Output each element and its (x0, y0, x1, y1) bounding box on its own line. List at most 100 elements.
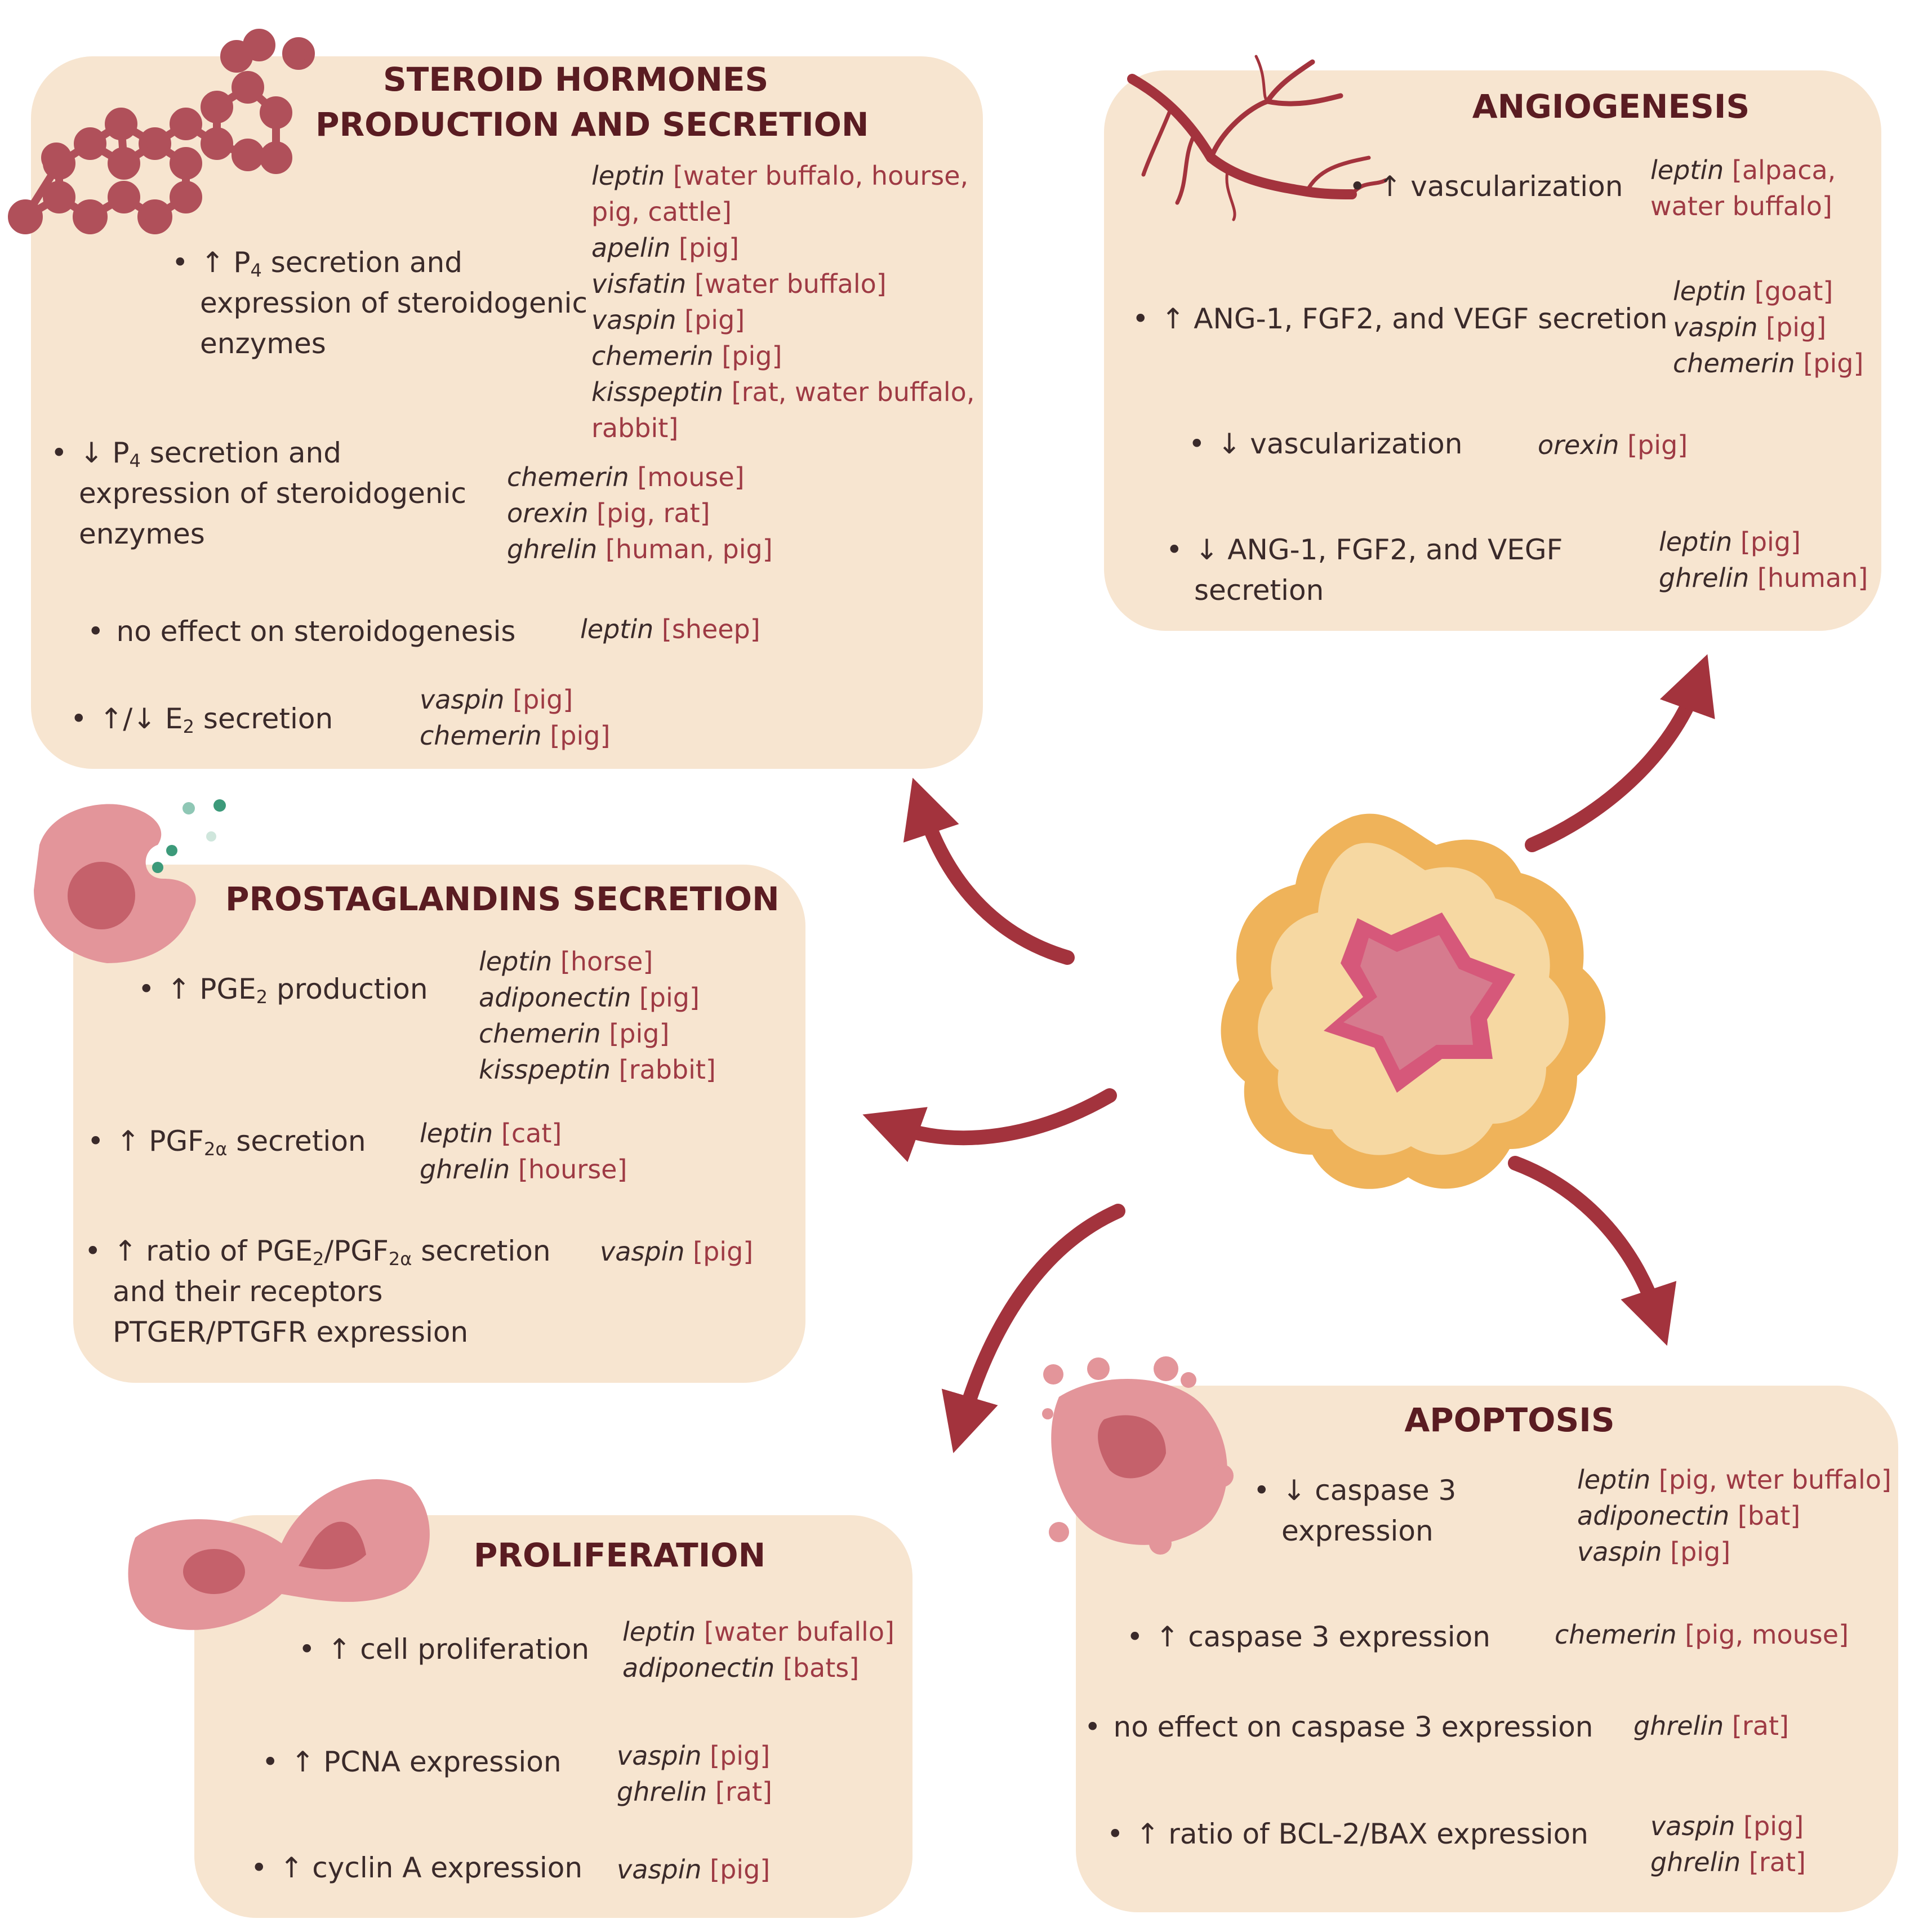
species-list: water buffalo] (1650, 191, 1832, 221)
angio-effect-3: •↓ vascularization (1188, 428, 1463, 460)
hormone-name: leptin (420, 1118, 493, 1148)
prosta-refs-2: leptin [cat]ghrelin [hourse] (420, 1115, 627, 1187)
hormone-name: leptin (1659, 527, 1733, 557)
angiogenesis-panel (1104, 70, 1881, 631)
species-list: [rabbit] (618, 1054, 716, 1085)
reference-line: water buffalo] (1650, 188, 1836, 224)
angio-effect-4: •↓ ANG-1, FGF2, and VEGF (1166, 533, 1563, 566)
prostaglandins-panel (73, 865, 805, 1383)
hormone-name: leptin (622, 1617, 696, 1647)
hormone-name: leptin (591, 161, 665, 191)
hormone-name: adiponectin (479, 982, 631, 1013)
species-list: [water buffalo, hourse, (673, 161, 969, 191)
species-list: [horse] (560, 946, 653, 977)
steroid-title-line2: PRODUCTION AND SECRETION (315, 105, 869, 144)
reference-line: visfatin [water buffalo] (591, 266, 974, 302)
species-list: [pig] (639, 982, 700, 1013)
species-list: [pig] (1766, 312, 1827, 342)
steroid-effect-1: •↑ P4 secretion and (172, 246, 462, 281)
species-list: [human, pig] (605, 534, 773, 564)
apop-refs-1: leptin [pig, wter buffalo]adiponectin [b… (1577, 1462, 1891, 1570)
hormone-name: leptin (479, 946, 553, 977)
reference-line: orexin [pig, rat] (507, 495, 773, 531)
hormone-name: kisspeptin (479, 1054, 611, 1085)
species-list: [water bufallo] (704, 1617, 894, 1647)
species-list: [pig] (1627, 430, 1688, 460)
hormone-name: ghrelin (1659, 563, 1750, 593)
steroid-effect-1-line2: expression of steroidogenic (200, 287, 587, 319)
hormone-name: kisspeptin (591, 377, 724, 407)
hormone-name: leptin (580, 614, 654, 644)
species-list: [rat] (715, 1777, 772, 1807)
steroid-effect-3: •no effect on steroidogenesis (87, 615, 516, 648)
reference-line: adiponectin [bats] (622, 1650, 894, 1686)
hormone-name: orexin (507, 498, 589, 528)
species-list: [rat] (1748, 1847, 1806, 1877)
angio-refs-1: leptin [alpaca,water buffalo] (1650, 152, 1836, 224)
angio-effect-4-line2: secretion (1194, 574, 1324, 607)
reference-line: chemerin [pig] (479, 1016, 716, 1052)
species-list: [rat, water buffalo, (731, 377, 975, 407)
steroid-refs-1: leptin [water buffalo, hourse,pig, cattl… (591, 158, 974, 446)
species-list: [cat] (501, 1118, 562, 1148)
hormone-name: ghrelin (1633, 1711, 1724, 1741)
steroid-effect-2: •↓ P4 secretion and (51, 437, 341, 471)
reference-line: ghrelin [human] (1659, 560, 1868, 596)
prosta-effect-3-line3: PTGER/PTGFR expression (113, 1316, 469, 1348)
reference-line: rabbit] (591, 410, 974, 446)
hormone-name: chemerin (591, 341, 714, 371)
reference-line: vaspin [pig] (420, 682, 610, 718)
steroid-molecule-icon (8, 29, 315, 234)
reference-line: adiponectin [bat] (1577, 1498, 1891, 1534)
hormone-name: ghrelin (617, 1777, 707, 1807)
prolif-effect-3: •↑ cyclin A expression (251, 1851, 583, 1884)
species-list: [water buffalo] (694, 269, 887, 299)
steroid-effect-1-line3: enzymes (200, 327, 326, 360)
reference-line: leptin [alpaca, (1650, 152, 1836, 188)
species-list: [human] (1757, 563, 1868, 593)
proliferation-title: PROLIFERATION (473, 1536, 766, 1574)
reference-line: vaspin [pig] (617, 1851, 770, 1888)
apop-refs-3: ghrelin [rat] (1633, 1708, 1789, 1744)
prolif-effect-2: •↑ PCNA expression (262, 1746, 562, 1778)
prosta-refs-1: leptin [horse]adiponectin [pig]chemerin … (479, 943, 716, 1088)
blood-vessel-icon (1127, 55, 1388, 221)
species-list: [pig, rat] (597, 498, 710, 528)
reference-line: pig, cattle] (591, 194, 974, 230)
angio-effect-2: •↑ ANG-1, FGF2, and VEGF secretion (1132, 302, 1668, 335)
reference-line: orexin [pig] (1538, 427, 1688, 463)
species-list: [pig] (1803, 348, 1864, 379)
prosta-refs-3: vaspin [pig] (600, 1234, 753, 1270)
apop-effect-1: •↓ caspase 3 (1253, 1474, 1457, 1507)
hormone-name: chemerin (1673, 348, 1795, 379)
reference-line: ghrelin [rat] (1650, 1844, 1806, 1880)
prosta-effect-3-line2: and their receptors (113, 1275, 383, 1308)
hormone-name: adiponectin (622, 1653, 775, 1683)
reference-line: vaspin [pig] (1577, 1534, 1891, 1570)
species-list: [pig] (693, 1236, 754, 1267)
reference-line: vaspin [pig] (1650, 1808, 1806, 1844)
dividing-cells-icon (128, 1479, 430, 1630)
hormone-name: vaspin (1577, 1537, 1662, 1567)
reference-line: leptin [cat] (420, 1115, 627, 1151)
angiogenesis-title: ANGIOGENESIS (1472, 87, 1750, 126)
hormone-name: visfatin (591, 269, 687, 299)
hormone-name: apelin (591, 233, 671, 263)
species-list: rabbit] (591, 413, 679, 443)
hormone-name: vaspin (591, 305, 676, 335)
hormone-name: ghrelin (420, 1154, 510, 1185)
prolif-refs-2: vaspin [pig]ghrelin [rat] (617, 1738, 772, 1810)
reference-line: ghrelin [rat] (617, 1774, 772, 1810)
reference-line: adiponectin [pig] (479, 980, 716, 1016)
prosta-effect-1: •↑ PGE2 production (138, 973, 428, 1008)
reference-line: kisspeptin [rat, water buffalo, (591, 374, 974, 410)
reference-line: leptin [sheep] (580, 611, 760, 647)
steroid-effect-4: •↑/↓ E2 secretion (70, 702, 333, 737)
steroid-effect-2-line2: expression of steroidogenic (79, 477, 466, 510)
species-list: [pig] (679, 233, 740, 263)
reference-line: vaspin [pig] (1673, 309, 1863, 345)
reference-line: ghrelin [rat] (1633, 1708, 1789, 1744)
species-list: [bats] (782, 1653, 860, 1683)
hormone-name: ghrelin (1650, 1847, 1741, 1877)
hormone-name: vaspin (617, 1854, 702, 1885)
